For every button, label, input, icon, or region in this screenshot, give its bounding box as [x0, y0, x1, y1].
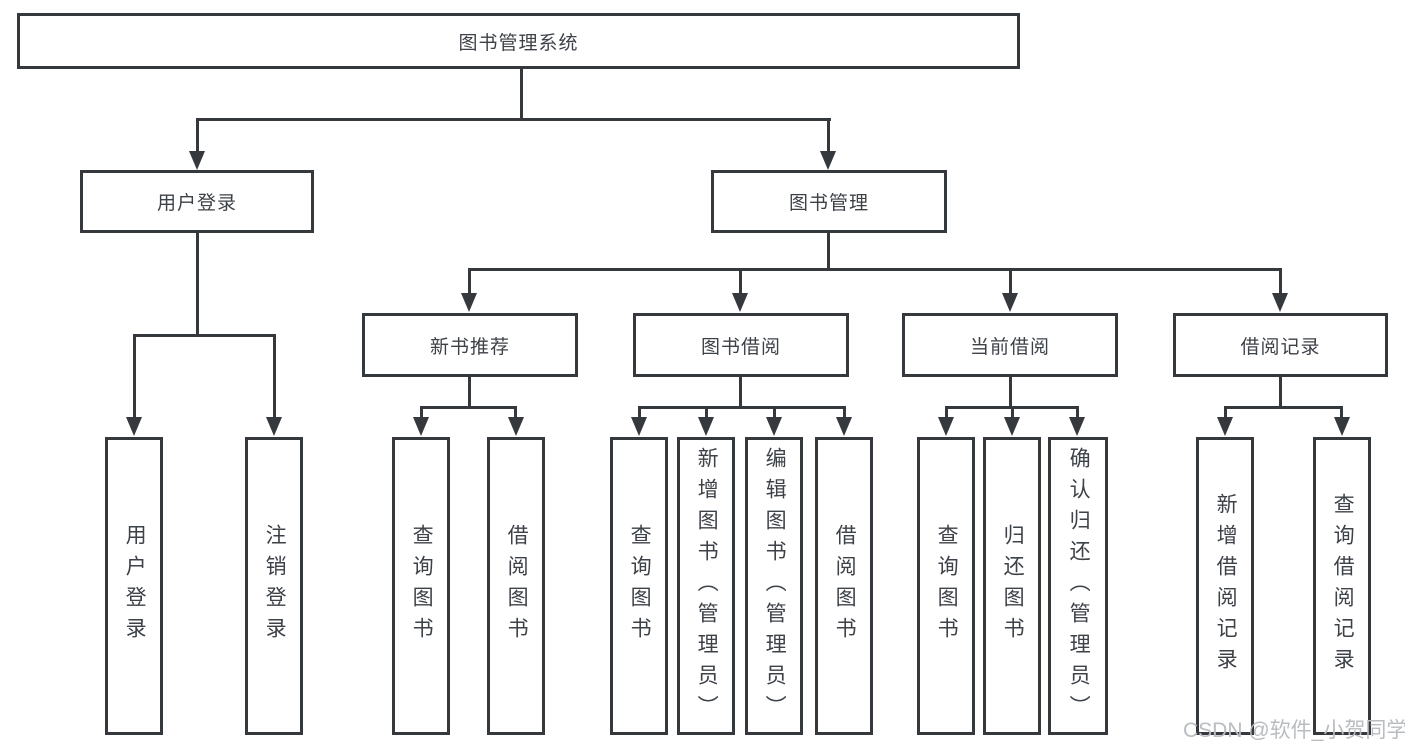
- leaf-borrow-books-borrowing: 借阅图书: [815, 437, 873, 735]
- arrowhead: [413, 417, 429, 436]
- leaf-label: 新增借阅记录: [1214, 493, 1238, 679]
- csdn-watermark: CSDN @软件_小贺同学: [1183, 719, 1405, 742]
- connector-arm: [705, 406, 708, 419]
- node-label: 图书管理系统: [458, 32, 579, 54]
- connector-arm: [945, 406, 948, 419]
- connector-user-login-stem: [196, 233, 199, 337]
- connector-arm: [133, 334, 136, 419]
- node-label: 新书推荐: [429, 336, 510, 358]
- leaf-edit-book-admin: 编辑图书（管理员）: [745, 437, 803, 735]
- leaf-label: 借阅图书: [833, 524, 857, 648]
- node-label: 图书借阅: [700, 336, 781, 358]
- leaf-label: 借阅图书: [505, 524, 529, 648]
- connector-stem: [1009, 377, 1012, 408]
- leaf-label: 新增图书（管理员）: [695, 447, 719, 726]
- arrowhead: [820, 151, 836, 170]
- arrowhead: [461, 293, 477, 312]
- leaf-label: 查询图书: [628, 524, 652, 648]
- leaf-borrow-books-recommend: 借阅图书: [487, 437, 545, 735]
- connector-crossbar: [638, 406, 846, 409]
- connector-arm: [638, 406, 641, 419]
- connector-arm: [739, 268, 742, 295]
- arrowhead: [1217, 417, 1233, 436]
- connector-arm: [468, 268, 471, 295]
- node-library-management-system: 图书管理系统: [17, 13, 1020, 69]
- arrowhead: [1334, 417, 1350, 436]
- connector-stem: [739, 377, 742, 408]
- leaf-confirm-return-admin: 确认归还（管理员）: [1048, 437, 1108, 735]
- leaf-label: 注销登录: [263, 524, 287, 648]
- connector-arm: [1009, 268, 1012, 295]
- connector-book-management-crossbar: [468, 268, 1282, 271]
- leaf-query-books-current: 查询图书: [917, 437, 975, 735]
- arrowhead: [189, 151, 205, 170]
- arrowhead: [631, 417, 647, 436]
- arrowhead: [1272, 293, 1288, 312]
- connector-arm: [420, 406, 423, 419]
- leaf-label: 编辑图书（管理员）: [763, 447, 787, 726]
- connector-crossbar: [420, 406, 517, 409]
- arrowhead: [266, 417, 282, 436]
- leaf-label: 查询图书: [410, 524, 434, 648]
- connector-to-user-login: [196, 118, 199, 153]
- arrowhead: [126, 417, 142, 436]
- arrowhead: [508, 417, 524, 436]
- arrowhead: [698, 417, 714, 436]
- node-label: 借阅记录: [1240, 336, 1321, 358]
- connector-arm: [843, 406, 846, 419]
- leaf-logout: 注销登录: [245, 437, 303, 735]
- arrowhead: [1004, 417, 1020, 436]
- leaf-query-books-borrowing: 查询图书: [610, 437, 668, 735]
- leaf-query-books-recommend: 查询图书: [392, 437, 450, 735]
- leaf-label: 用户登录: [123, 524, 147, 648]
- arrowhead: [766, 417, 782, 436]
- connector-crossbar: [1224, 406, 1343, 409]
- node-new-book-recommendation: 新书推荐: [362, 313, 578, 377]
- arrowhead: [938, 417, 954, 436]
- connector-arm: [273, 334, 276, 419]
- leaf-label: 查询图书: [935, 524, 959, 648]
- leaf-return-books: 归还图书: [983, 437, 1041, 735]
- connector-book-management-stem: [827, 233, 830, 271]
- connector-arm: [1340, 406, 1343, 419]
- connector-arm: [1011, 406, 1014, 419]
- connector-arm: [1076, 406, 1079, 419]
- leaf-add-borrow-record: 新增借阅记录: [1196, 437, 1254, 735]
- arrowhead: [732, 293, 748, 312]
- node-book-borrowing: 图书借阅: [633, 313, 849, 377]
- connector-root-stem: [520, 69, 523, 121]
- node-book-management: 图书管理: [711, 170, 947, 233]
- connector-arm: [1279, 268, 1282, 295]
- connector-to-book-management: [827, 118, 830, 153]
- connector-user-login-crossbar: [133, 334, 276, 337]
- leaf-label: 查询借阅记录: [1331, 493, 1355, 679]
- arrowhead: [836, 417, 852, 436]
- leaf-label: 确认归还（管理员）: [1067, 447, 1091, 726]
- node-label: 当前借阅: [969, 336, 1050, 358]
- leaf-add-book-admin: 新增图书（管理员）: [677, 437, 735, 735]
- connector-arm: [773, 406, 776, 419]
- node-borrowing-records: 借阅记录: [1173, 313, 1388, 377]
- connector-stem: [468, 377, 471, 408]
- leaf-user-login: 用户登录: [105, 437, 163, 735]
- leaf-query-borrow-record: 查询借阅记录: [1313, 437, 1371, 735]
- node-user-login: 用户登录: [80, 170, 314, 233]
- arrowhead: [1069, 417, 1085, 436]
- node-current-borrowing: 当前借阅: [902, 313, 1118, 377]
- connector-root-crossbar: [196, 118, 831, 121]
- connector-arm: [1224, 406, 1227, 419]
- node-label: 图书管理: [788, 193, 869, 214]
- connector-arm: [514, 406, 517, 419]
- leaf-label: 归还图书: [1001, 524, 1025, 648]
- connector-stem: [1279, 377, 1282, 408]
- arrowhead: [1002, 293, 1018, 312]
- node-label: 用户登录: [156, 193, 237, 214]
